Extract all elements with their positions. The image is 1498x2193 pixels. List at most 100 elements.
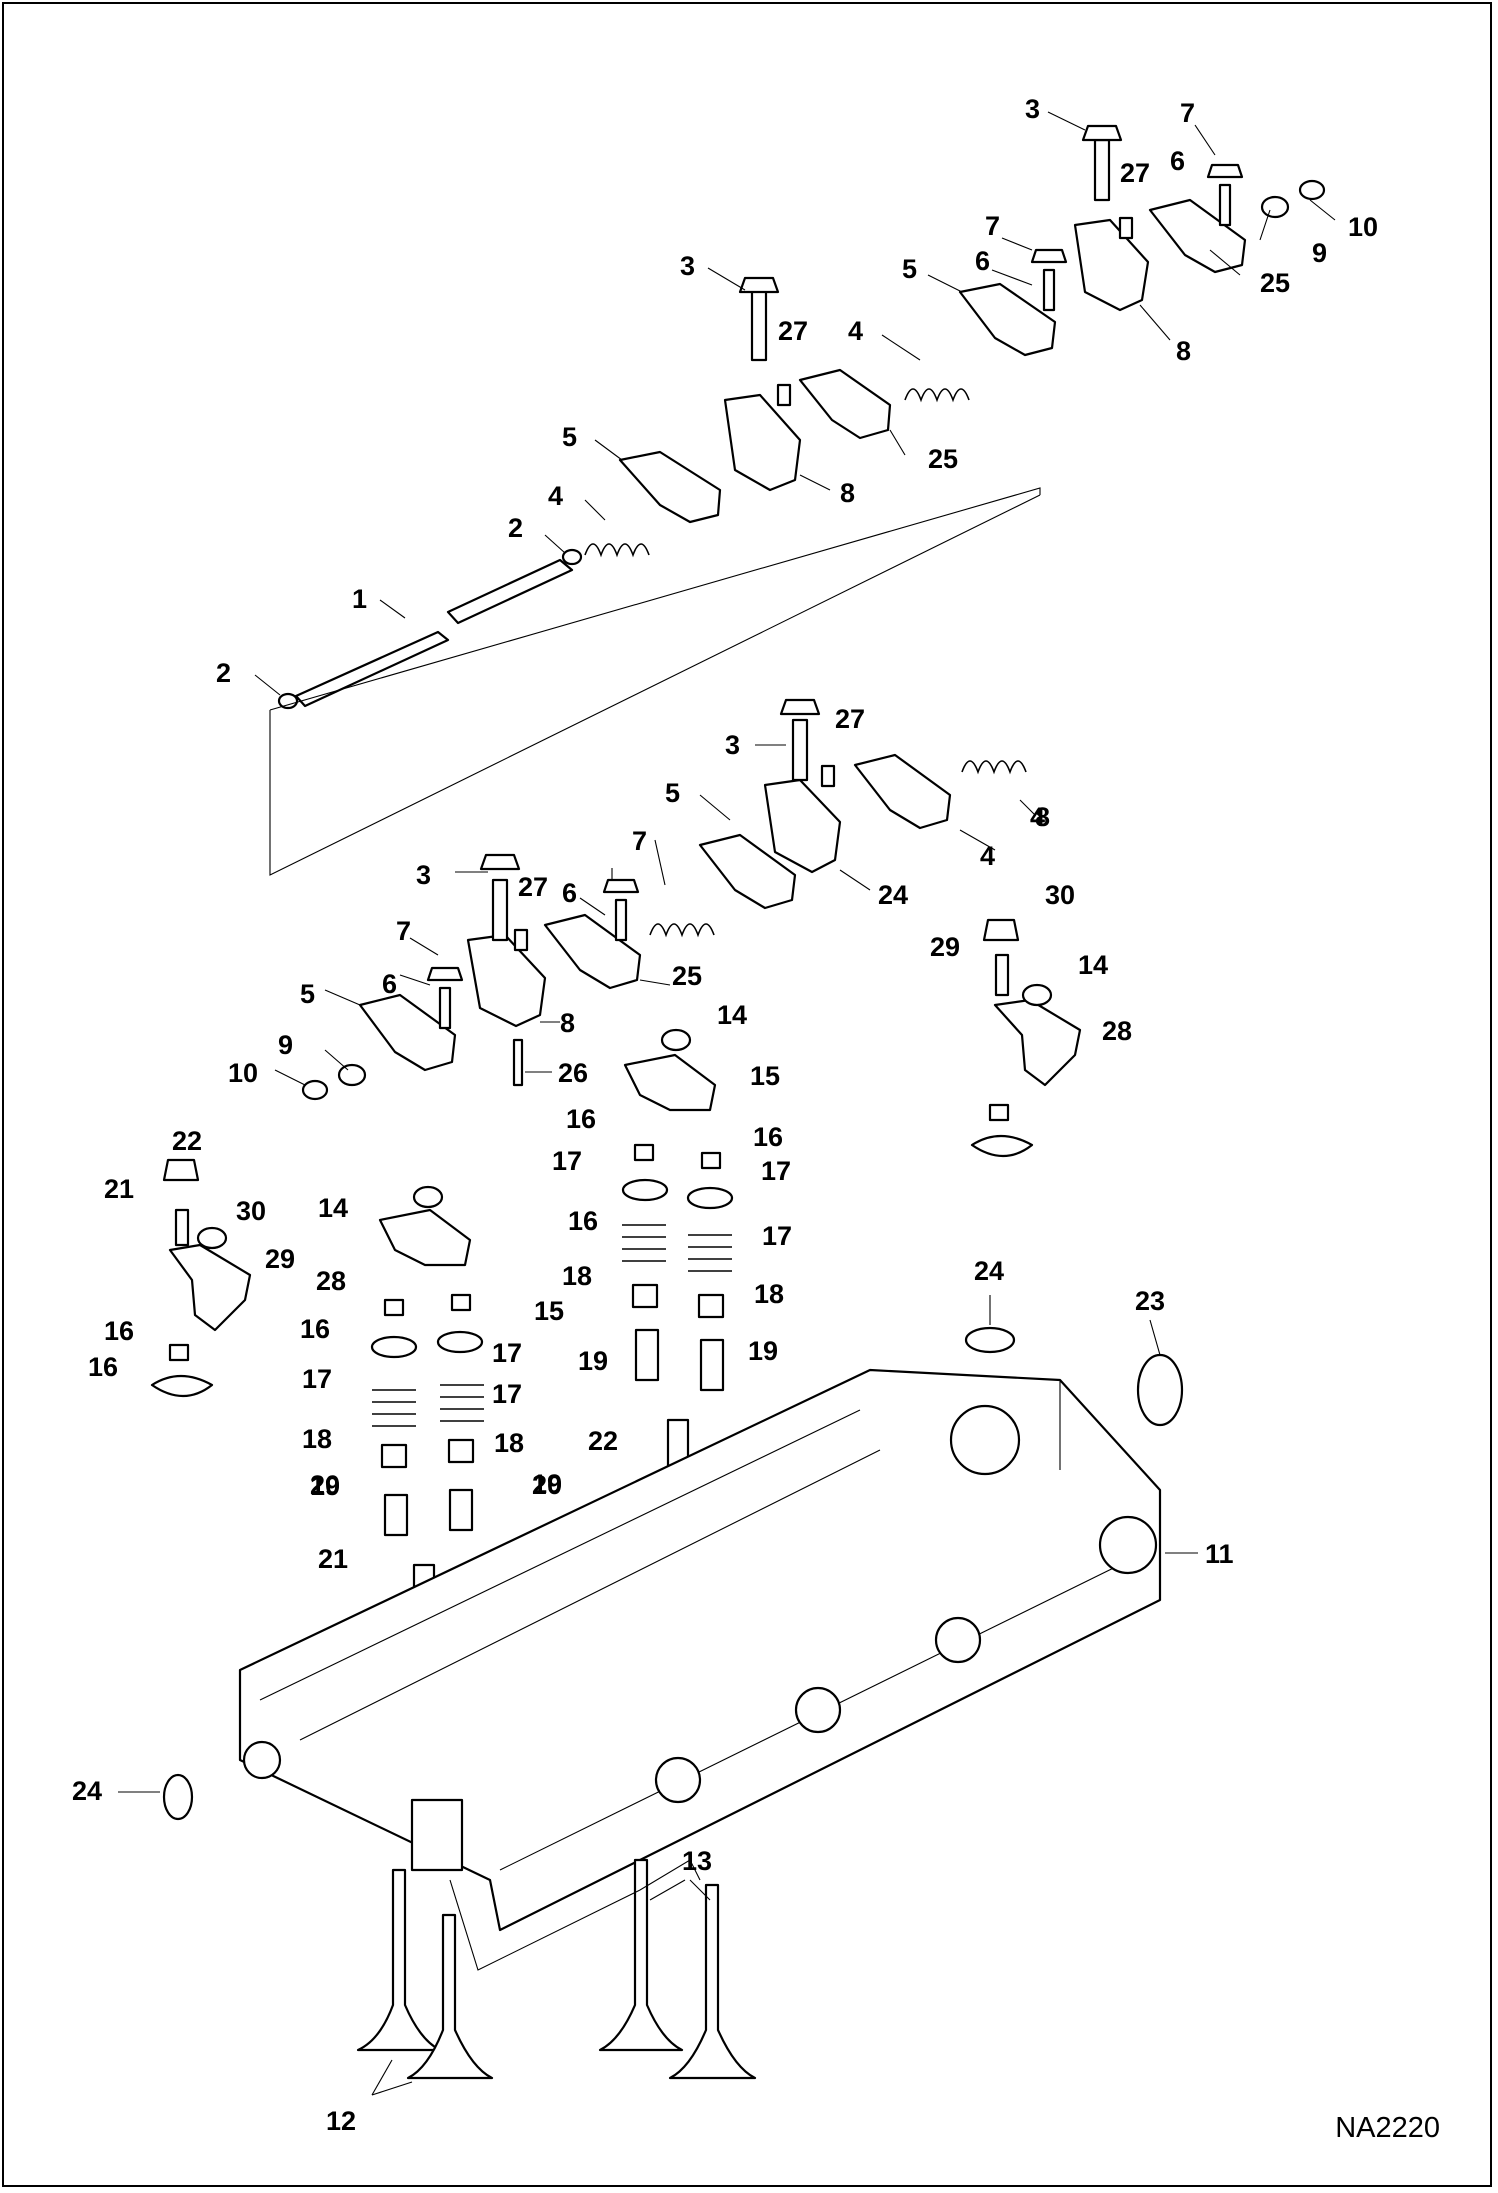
callout: 5 [300, 979, 315, 1009]
bracket-bolt-head [1081, 124, 1123, 142]
callout: 5 [665, 778, 680, 808]
bracket-bolt-head [779, 698, 821, 716]
callout: 18 [562, 1261, 592, 1291]
callout: 17 [762, 1221, 792, 1251]
callout: 18 [754, 1279, 784, 1309]
callout: 4 [548, 481, 563, 511]
spring-retainer [436, 1330, 484, 1354]
valve [356, 1868, 442, 2052]
snap-ring [1298, 179, 1326, 201]
dowel-pin [776, 383, 792, 407]
injector-spring [174, 1208, 190, 1247]
callout: 16 [566, 1104, 596, 1134]
callout: 16 [753, 1122, 783, 1152]
cylinder-head-body [238, 1368, 1162, 1932]
valve-seal [631, 1283, 659, 1309]
callout: 30 [1045, 880, 1075, 910]
callout: 17 [492, 1338, 522, 1368]
callout: 17 [552, 1146, 582, 1176]
callout: 29 [930, 932, 960, 962]
callout: 4 [848, 316, 863, 346]
callout: 12 [326, 2106, 356, 2136]
spring-seat [970, 1135, 1034, 1157]
valve [598, 1858, 684, 2052]
callout: 7 [396, 916, 411, 946]
valve-guide [699, 1338, 725, 1392]
callout: 18 [494, 1428, 524, 1458]
callout: 20 [310, 1470, 340, 1500]
valve [406, 1913, 494, 2080]
callout: 11 [1205, 1539, 1234, 1569]
injector-spring [994, 953, 1010, 997]
valves [356, 1858, 757, 2080]
valve-bridge [623, 1053, 717, 1112]
port [934, 1616, 982, 1664]
callout: 13 [682, 1846, 712, 1876]
callout: 8 [1176, 336, 1191, 366]
callout: 22 [588, 1426, 618, 1456]
callout: 17 [302, 1364, 332, 1394]
rocker-shaft [294, 630, 450, 708]
upper-rocker-assembly [269, 124, 1326, 876]
rocker-arm [543, 913, 642, 990]
callout: 2 [508, 513, 523, 543]
injector-clamp [168, 1243, 252, 1332]
expansion-plug [1136, 1353, 1184, 1427]
rocker-arm [958, 282, 1057, 357]
callout: 6 [382, 969, 397, 999]
valve-spring [622, 1224, 666, 1262]
cylinder-head-detail [259, 1380, 1151, 1871]
spring [584, 543, 650, 558]
callout: 16 [568, 1206, 598, 1236]
lower-leader-lines [118, 1295, 1198, 2096]
callout: 27 [1120, 158, 1150, 188]
valve-bracket-line [449, 1859, 701, 1971]
rocker-arm [853, 753, 952, 830]
rocker-arm [1148, 198, 1247, 274]
callout: 24 [878, 880, 908, 910]
bracket-bolt [1093, 138, 1111, 202]
cylinder-head [162, 1326, 1184, 1932]
port [654, 1756, 702, 1804]
lock-nut [1030, 248, 1068, 264]
lock-nut [426, 966, 464, 982]
callout: 29 [265, 1244, 295, 1274]
collet [988, 1103, 1010, 1122]
rocker-arm [698, 833, 797, 910]
spring-retainer [370, 1335, 418, 1359]
callout: 3 [680, 251, 695, 281]
washer [337, 1063, 367, 1087]
cap [1021, 983, 1053, 1007]
callout: 19 [310, 1471, 340, 1501]
callout: 5 [902, 254, 917, 284]
injector-sleeve [410, 1798, 464, 1872]
injector-nut [982, 918, 1020, 942]
callout: 16 [88, 1352, 118, 1382]
rocker-bracket [723, 393, 802, 492]
cap [412, 1185, 444, 1209]
seal-ring [162, 1773, 194, 1821]
callout: 6 [1170, 146, 1185, 176]
callout: 21 [104, 1174, 134, 1204]
callout: 7 [1180, 98, 1195, 128]
callout: 19 [578, 1346, 608, 1376]
spring [649, 923, 715, 938]
seal-ring [964, 1326, 1016, 1354]
lower-rocker-assembly [301, 698, 1027, 1101]
callout: 22 [172, 1126, 202, 1156]
callout: 9 [278, 1030, 293, 1060]
callout: 16 [104, 1316, 134, 1346]
bracket-bolt [491, 878, 509, 942]
callout: 5 [562, 422, 577, 452]
callout: 25 [672, 961, 702, 991]
spring [904, 388, 970, 403]
callout: 15 [750, 1061, 780, 1091]
port [794, 1686, 842, 1734]
lock-nut [602, 878, 640, 894]
callout: 25 [1260, 268, 1290, 298]
port [949, 1404, 1021, 1476]
collet [168, 1343, 190, 1362]
callout: 8 [840, 478, 855, 508]
